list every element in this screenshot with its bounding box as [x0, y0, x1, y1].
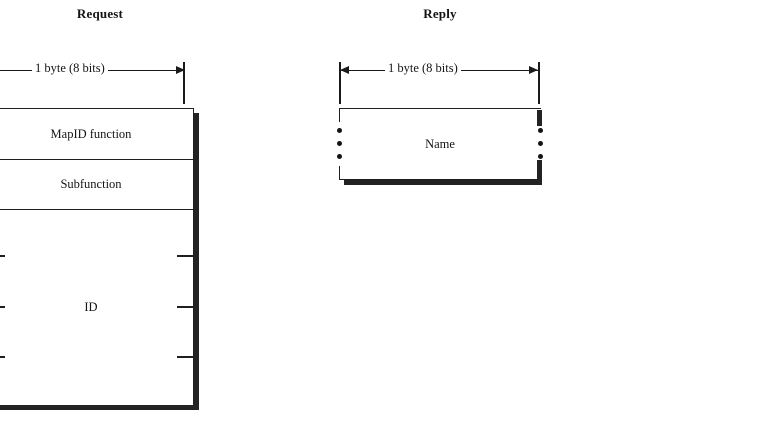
- reply-box-left-edge-bottom-stub: [339, 166, 340, 180]
- request-id-continuation-dash-left-2: [0, 306, 5, 308]
- reply-field-name-label: Name: [425, 137, 455, 151]
- reply-packet-box: Name: [339, 108, 541, 180]
- reply-box-right-edge-bottom-stub: [537, 160, 542, 181]
- request-id-continuation-dash-left-1: [0, 255, 5, 257]
- request-row-divider-1: [0, 159, 193, 160]
- reply-name-ellipsis-dot-left-3: [337, 154, 342, 159]
- request-dimension-label: 1 byte (8 bits): [32, 60, 108, 76]
- request-id-continuation-dash-right-2: [177, 306, 193, 308]
- request-id-continuation-dash-right-3: [177, 356, 193, 358]
- request-panel-title: Request: [76, 6, 124, 21]
- request-packet-box: MapID function Subfunction ID: [0, 108, 194, 406]
- request-box-shadow-bottom: [0, 405, 196, 410]
- reply-field-name: Name: [339, 109, 541, 179]
- reply-name-ellipsis-dot-left-1: [337, 128, 342, 133]
- reply-dimension-arrow-left: [340, 65, 349, 74]
- reply-name-ellipsis-dot-right-2: [538, 141, 543, 146]
- reply-name-ellipsis-dot-right-3: [538, 154, 543, 159]
- request-row-divider-2: [0, 209, 193, 210]
- request-field-mapid-function-label: MapID function: [50, 127, 132, 141]
- request-field-id-label: ID: [84, 300, 98, 314]
- reply-dimension-tick-right: [538, 62, 540, 104]
- request-dimension-arrow-right: [176, 65, 185, 74]
- request-byte-width-annotation: 1 byte (8 bits): [0, 58, 195, 104]
- reply-dimension-arrow-right: [529, 65, 538, 74]
- reply-box-right-edge-top-stub: [537, 110, 542, 126]
- reply-dimension-label: 1 byte (8 bits): [385, 60, 461, 76]
- request-id-continuation-dash-left-3: [0, 356, 5, 358]
- reply-dimension-tick-left: [339, 62, 341, 104]
- request-field-id: ID: [0, 209, 193, 405]
- request-box-shadow-right: [194, 113, 199, 410]
- request-field-subfunction: Subfunction: [0, 159, 193, 209]
- reply-name-ellipsis-dot-left-2: [337, 141, 342, 146]
- request-field-subfunction-label: Subfunction: [60, 177, 122, 191]
- reply-panel-title: Reply: [423, 6, 457, 21]
- reply-box-shadow-bottom: [344, 180, 542, 185]
- reply-box-left-edge-top-stub: [339, 108, 340, 122]
- request-id-continuation-dash-right-1: [177, 255, 193, 257]
- reply-name-ellipsis-dot-right-1: [538, 128, 543, 133]
- request-field-mapid-function: MapID function: [0, 109, 193, 159]
- request-dimension-tick-right: [183, 62, 185, 104]
- reply-byte-width-annotation: 1 byte (8 bits): [338, 58, 548, 104]
